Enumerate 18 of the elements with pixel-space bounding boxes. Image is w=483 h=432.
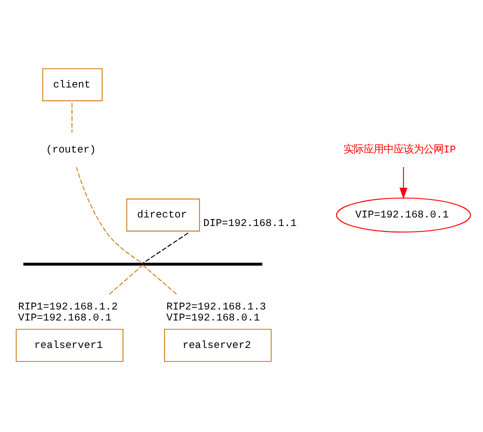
node-box: realserver1 — [16, 328, 124, 362]
node-ellipse: VIP=192.168.0.1 — [336, 198, 471, 233]
node-bar — [23, 262, 262, 266]
connector — [76, 166, 144, 264]
connector — [142, 232, 189, 264]
node-box: director — [126, 198, 200, 232]
node-label: VIP=192.168.0.1 — [166, 312, 260, 325]
connector — [108, 264, 144, 296]
node-box: client — [42, 68, 103, 102]
node-text: 实际应用中应该为公网IP — [344, 144, 456, 157]
node-label: RIP2=192.168.1.3 — [166, 301, 266, 314]
arrow — [400, 166, 408, 200]
node-box: realserver2 — [164, 328, 272, 362]
node-label: RIP1=192.168.1.2 — [18, 301, 118, 314]
connector — [142, 264, 178, 296]
node-text: (router) — [46, 144, 96, 157]
node-label: DIP=192.168.1.1 — [203, 218, 297, 230]
node-label: VIP=192.168.0.1 — [18, 312, 112, 325]
